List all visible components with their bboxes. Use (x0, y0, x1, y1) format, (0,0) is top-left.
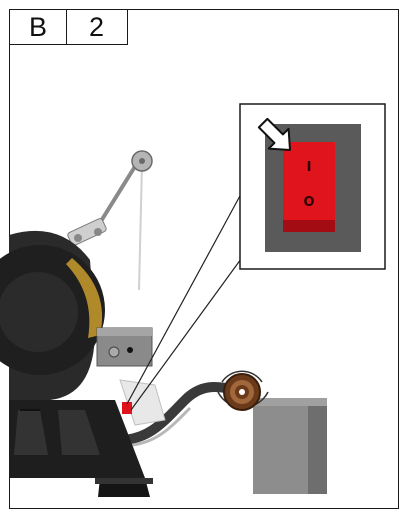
eye-shield-arm (67, 150, 153, 291)
callout-lines (126, 193, 242, 411)
grinding-wheel (66, 258, 103, 338)
power-switch (122, 402, 132, 414)
press-arrow-icon (257, 117, 291, 151)
switch-off-symbol: O (303, 195, 314, 210)
step-header: B 2 (9, 9, 128, 45)
switch-on-symbol: I (307, 160, 312, 175)
power-plug (217, 370, 269, 411)
switch-inset: I O (239, 103, 386, 270)
step-number: 2 (65, 9, 128, 45)
bench-grinder (0, 230, 166, 497)
rocker-switch (283, 142, 335, 232)
section-label: B (9, 9, 67, 45)
wall-outlet (253, 398, 327, 494)
